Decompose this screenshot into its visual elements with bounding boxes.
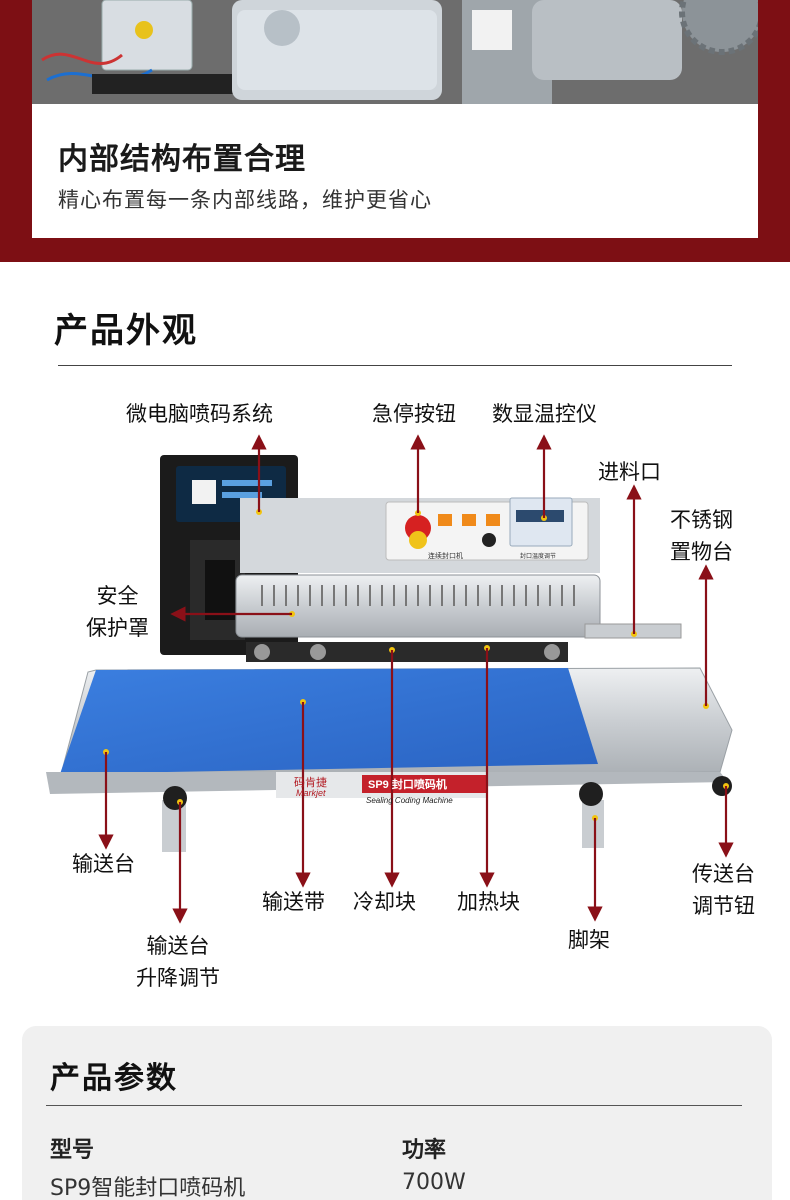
feature-card: 内部结构布置合理 精心布置每一条内部线路，维护更省心: [32, 104, 758, 238]
brand-cn: 码肯捷: [294, 775, 327, 789]
seal-rollers: [246, 642, 568, 662]
internal-structure-photo: [32, 0, 758, 104]
label-thermostat: 数显温控仪: [492, 402, 597, 426]
label-conveyor-belt: 输送带: [262, 890, 325, 914]
thermo-text: 封口温度调节: [520, 552, 556, 560]
power-label: 功率: [402, 1138, 447, 1163]
model-value: SP9智能封口喷码机: [50, 1176, 246, 1200]
top-feature-band: 内部结构布置合理 精心布置每一条内部线路，维护更省心: [0, 0, 790, 262]
appearance-divider: [58, 365, 732, 366]
label-feed-inlet: 进料口: [598, 460, 661, 484]
machine-illustration: 码肯捷 Markjet SP9 封口喷码机 Sealing Coding Mac…: [46, 434, 734, 924]
product-diagram: 码肯捷 Markjet SP9 封口喷码机 Sealing Coding Mac…: [0, 380, 790, 1000]
label-safety-cover: 安全保护罩: [86, 584, 149, 640]
brand-en: Markjet: [296, 788, 326, 798]
model-label: 型号: [50, 1138, 95, 1163]
params-card: 产品参数 型号 SP9智能封口喷码机 功率 700W: [22, 1026, 772, 1200]
panel-text: 连续封口机: [428, 551, 463, 560]
label-adjust-knob: 传送台调节钮: [692, 862, 755, 918]
appearance-title: 产品外观: [54, 311, 198, 351]
params-divider: [46, 1105, 742, 1106]
label-conveyor-table: 输送台: [72, 852, 135, 876]
label-lift-adjust: 输送台升降调节: [136, 934, 220, 990]
label-microcomputer: 微电脑喷码系统: [126, 402, 273, 426]
label-heating-block: 加热块: [457, 890, 520, 914]
model-sub: Sealing Coding Machine: [366, 796, 453, 805]
model-plate: SP9 封口喷码机: [368, 777, 447, 791]
conveyor-belt: [60, 668, 598, 774]
label-stand: 脚架: [568, 928, 610, 952]
label-estop: 急停按钮: [372, 402, 456, 426]
params-title: 产品参数: [50, 1061, 178, 1096]
feature-subtitle: 精心布置每一条内部线路，维护更省心: [58, 188, 432, 212]
label-steel-shelf: 不锈钢置物台: [670, 508, 733, 564]
power-value: 700W: [402, 1170, 466, 1195]
feature-title: 内部结构布置合理: [58, 142, 306, 177]
label-cooling-block: 冷却块: [353, 890, 416, 914]
